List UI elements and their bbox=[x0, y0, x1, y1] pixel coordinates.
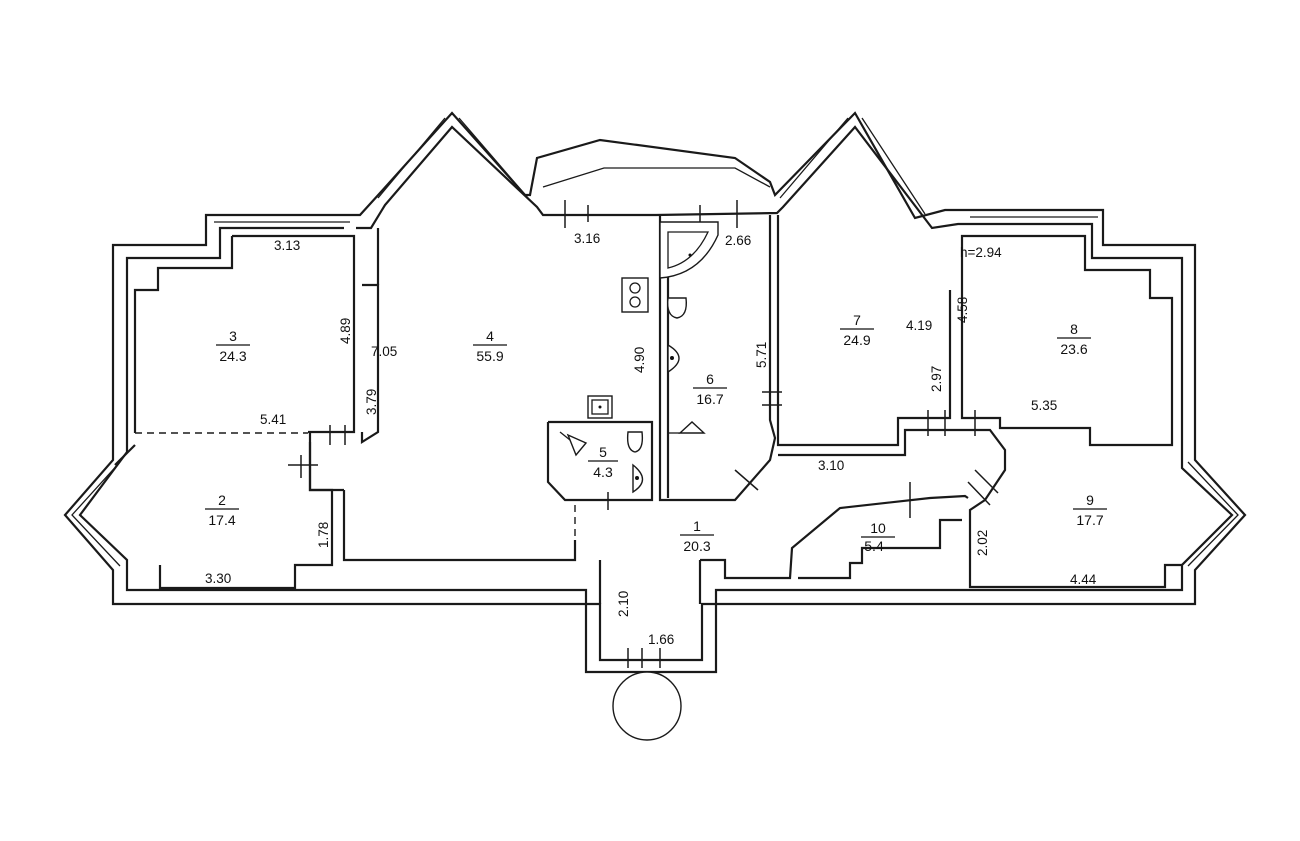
interior-walls bbox=[114, 215, 1182, 604]
room-number: 4 bbox=[486, 328, 494, 344]
room-label-2: 2 17.4 bbox=[205, 492, 239, 528]
dashed-openings bbox=[135, 432, 576, 558]
dimension-label: 3.30 bbox=[205, 571, 231, 586]
dimension-label: 2.66 bbox=[725, 233, 751, 248]
stove-icon bbox=[621, 277, 649, 313]
room-area: 55.9 bbox=[476, 348, 503, 364]
fixtures bbox=[559, 221, 719, 494]
dimension-label: 2.97 bbox=[929, 366, 944, 392]
room-number: 5 bbox=[599, 444, 607, 460]
dimension-label: 2.02 bbox=[975, 530, 990, 556]
room-area: 4.3 bbox=[593, 464, 613, 480]
room-number: 7 bbox=[853, 312, 861, 328]
dimension-label: 5.41 bbox=[260, 412, 286, 427]
room-labels: 1 20.3 2 17.4 3 24.3 4 55.9 5 4.3 6 16.7 bbox=[205, 312, 1107, 554]
room-area: 23.6 bbox=[1060, 341, 1087, 357]
room-area: 17.7 bbox=[1076, 512, 1103, 528]
dimension-label: 5.35 bbox=[1031, 398, 1057, 413]
room-label-7: 7 24.9 bbox=[840, 312, 874, 348]
round-column bbox=[612, 671, 682, 741]
room-label-6: 6 16.7 bbox=[693, 371, 727, 407]
room-label-5: 5 4.3 bbox=[588, 444, 618, 480]
ceiling-height-label: h=2.94 bbox=[960, 245, 1002, 260]
dimension-label: 4.90 bbox=[632, 347, 647, 373]
room-label-1: 1 20.3 bbox=[680, 518, 714, 554]
dimension-label: 2.10 bbox=[616, 591, 631, 617]
dimension-label: 4.89 bbox=[338, 318, 353, 344]
room-label-9: 9 17.7 bbox=[1073, 492, 1107, 528]
toilet-icon-2 bbox=[626, 431, 644, 453]
toilet-icon bbox=[667, 297, 687, 319]
door-marks bbox=[288, 200, 999, 668]
dimension-label: 1.78 bbox=[316, 522, 331, 548]
dimension-label: 3.13 bbox=[274, 238, 300, 253]
room-area: 20.3 bbox=[683, 538, 710, 554]
room-label-10: 10 5.4 bbox=[861, 520, 895, 554]
room-label-4: 4 55.9 bbox=[473, 328, 507, 364]
room-area: 17.4 bbox=[208, 512, 235, 528]
room-number: 1 bbox=[693, 518, 701, 534]
dimension-label: 1.66 bbox=[648, 632, 674, 647]
dimension-label: 4.44 bbox=[1070, 572, 1097, 587]
room-number: 3 bbox=[229, 328, 237, 344]
dimension-label: 5.71 bbox=[754, 342, 769, 368]
room-number: 6 bbox=[706, 371, 714, 387]
room-number: 10 bbox=[870, 520, 886, 536]
dimension-label: 4.58 bbox=[955, 297, 970, 323]
room-label-8: 8 23.6 bbox=[1057, 321, 1091, 357]
room-number: 8 bbox=[1070, 321, 1078, 337]
shower-icon bbox=[566, 433, 588, 457]
room-area: 5.4 bbox=[864, 538, 884, 554]
dimension-label: 7.05 bbox=[371, 344, 397, 359]
room-label-3: 3 24.3 bbox=[216, 328, 250, 364]
shower-head-icon bbox=[678, 421, 706, 434]
room-area: 24.9 bbox=[843, 332, 870, 348]
outer-walls bbox=[63, 111, 1247, 674]
room-number: 2 bbox=[218, 492, 226, 508]
bathtub-icon bbox=[659, 221, 719, 279]
dimension-label: 4.19 bbox=[906, 318, 932, 333]
room-number: 9 bbox=[1086, 492, 1094, 508]
dimension-label: 3.16 bbox=[574, 231, 600, 246]
room-area: 16.7 bbox=[696, 391, 723, 407]
dimension-label: 3.10 bbox=[818, 458, 844, 473]
dimension-label: 3.79 bbox=[364, 389, 379, 415]
dimension-labels: 3.13 4.89 7.05 3.79 5.41 3.16 2.66 4.90 … bbox=[205, 231, 1097, 647]
room-area: 24.3 bbox=[219, 348, 246, 364]
